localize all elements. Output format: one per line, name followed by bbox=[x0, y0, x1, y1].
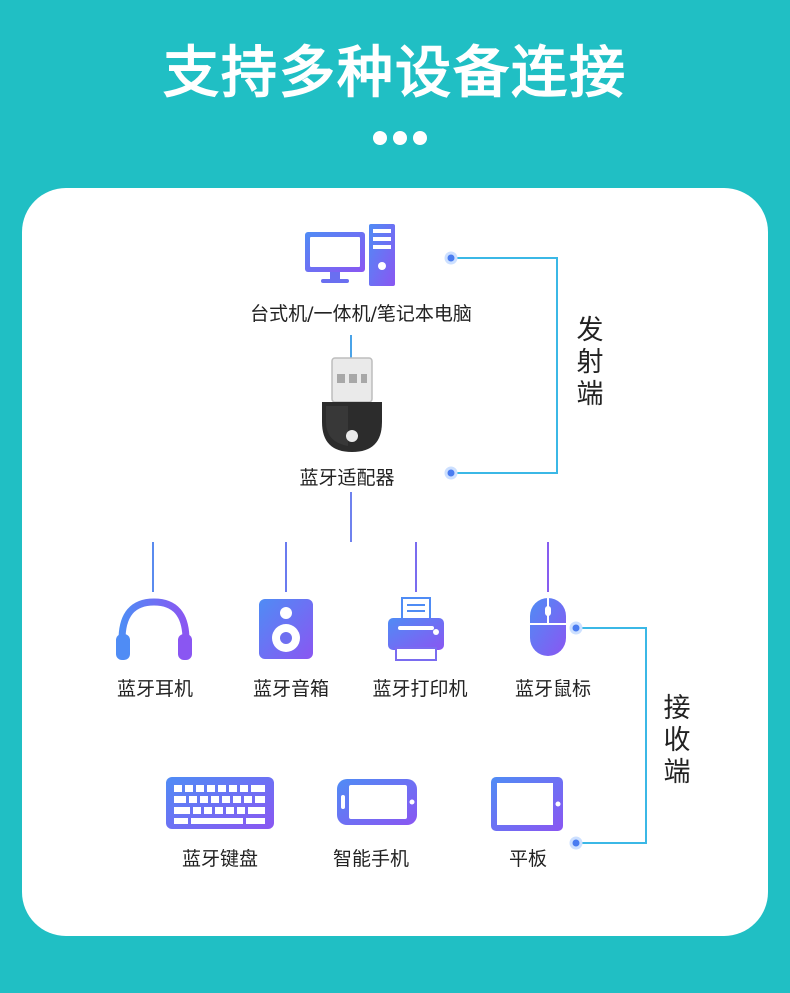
printer-label: 蓝牙打印机 bbox=[372, 678, 468, 700]
dot-icon bbox=[393, 131, 407, 145]
decorative-dots bbox=[373, 131, 433, 147]
headphones-label: 蓝牙耳机 bbox=[116, 678, 194, 700]
phone-label: 智能手机 bbox=[332, 848, 410, 870]
adapter-label: 蓝牙适配器 bbox=[299, 467, 395, 489]
smartphone-icon bbox=[337, 779, 417, 825]
speaker-label: 蓝牙音箱 bbox=[252, 678, 330, 700]
printer-icon bbox=[388, 597, 444, 661]
mouse-icon bbox=[530, 598, 566, 656]
sender-label: 发射端 bbox=[576, 315, 604, 410]
keyboard-icon bbox=[166, 777, 274, 829]
tablet-label: 平板 bbox=[508, 848, 548, 870]
mouse-label: 蓝牙鼠标 bbox=[514, 678, 592, 700]
receiver-label: 接收端 bbox=[663, 693, 691, 788]
headphones-icon bbox=[116, 598, 192, 662]
page-title: 支持多种设备连接 bbox=[163, 41, 627, 106]
speaker-icon bbox=[259, 599, 313, 659]
tablet-icon bbox=[491, 777, 563, 831]
dot-icon bbox=[413, 131, 427, 145]
dot-icon bbox=[373, 131, 387, 145]
keyboard-label: 蓝牙键盘 bbox=[181, 848, 259, 870]
usb-adapter-icon bbox=[322, 357, 382, 452]
computer-label: 台式机/一体机/笔记本电脑 bbox=[250, 303, 472, 325]
desktop-computer-icon bbox=[305, 224, 395, 286]
